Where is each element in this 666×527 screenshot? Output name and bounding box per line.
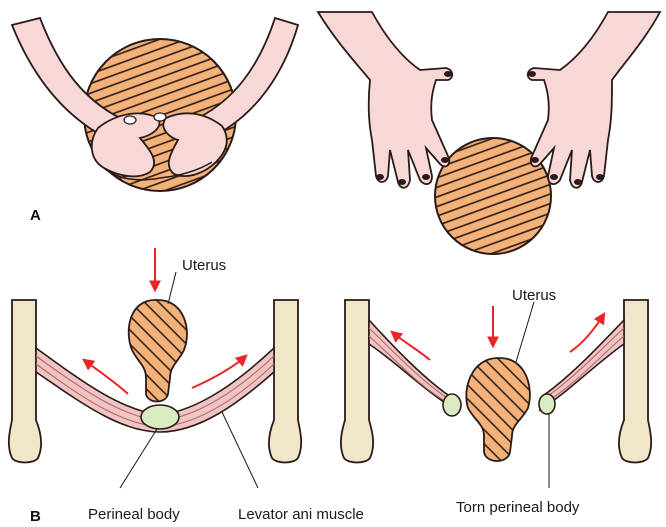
uterus-leader-left xyxy=(168,272,176,304)
uterus-right xyxy=(466,358,530,461)
label-perineal-body: Perineal body xyxy=(88,506,180,523)
perineal-body xyxy=(141,405,179,429)
panel-b: Uterus Perineal body Levator ani muscle xyxy=(9,248,651,525)
pelvic-floor-intact: Uterus Perineal body Levator ani muscle xyxy=(9,248,364,523)
panel-b-label: B xyxy=(30,508,41,525)
label-torn-perineal-body: Torn perineal body xyxy=(456,499,580,516)
perineal-body-leader xyxy=(120,429,157,488)
torn-perineal-body-left xyxy=(443,394,461,416)
left-hand-spread xyxy=(318,12,452,188)
levator-ani-torn-left xyxy=(369,320,461,416)
levator-ani-torn-right xyxy=(539,320,624,414)
left-bone xyxy=(9,300,41,463)
panel-a-label: A xyxy=(30,207,41,224)
label-levator-ani: Levator ani muscle xyxy=(238,506,364,523)
right-bone xyxy=(269,300,301,463)
panel-a: A xyxy=(12,12,660,254)
label-uterus-left: Uterus xyxy=(182,257,226,274)
uterus-left xyxy=(129,300,187,402)
pelvic-floor-torn: Uterus Torn perineal body xyxy=(341,287,651,516)
levator-ani-leader xyxy=(222,412,258,488)
right-hand-spread xyxy=(528,12,660,188)
label-uterus-right: Uterus xyxy=(512,287,556,304)
torn-perineal-body-right xyxy=(539,394,555,414)
uterus-leader-right xyxy=(516,302,534,362)
